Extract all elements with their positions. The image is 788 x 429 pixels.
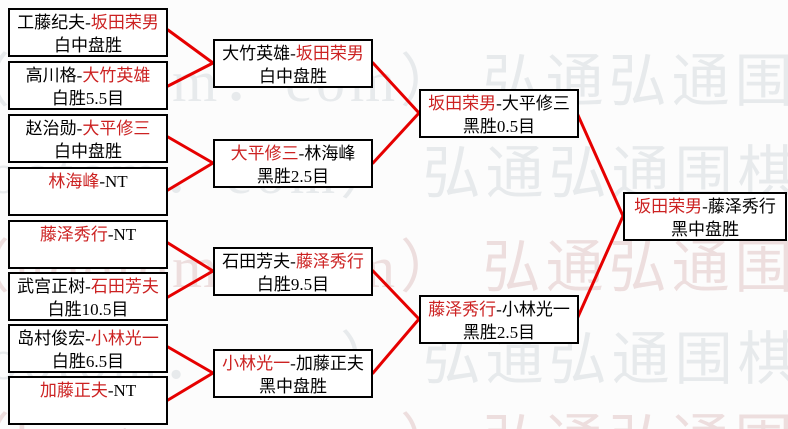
match-result: 黑中盘胜 — [259, 377, 327, 396]
watermark-text: 弘通围棋（hootom．com） 弘通 — [609, 409, 788, 429]
match-players: 藤泽秀行-NT — [10, 223, 166, 246]
match-box-r1-6: 武宫正树-石田芳夫 白胜10.5目 — [8, 272, 168, 321]
match-box-r2-2: 大平修三-林海峰 黑胜2.5目 — [213, 139, 373, 188]
player-name-winner: 坂田荣男 — [634, 197, 703, 216]
player-name-winner: 藤泽秀行 — [39, 225, 108, 244]
match-box-r1-3: 赵治勋-大平修三 白中盘胜 — [8, 114, 168, 163]
player-name: 高川格- — [25, 66, 83, 85]
match-players: 小林光一-加藤正夫 — [215, 352, 371, 375]
player-name: 赵治勋- — [25, 119, 83, 138]
match-box-r2-4: 小林光一-加藤正夫 黑中盘胜 — [213, 349, 373, 398]
match-result: 黑胜2.5目 — [256, 167, 330, 186]
match-result: 白胜9.5目 — [256, 275, 330, 294]
match-players: 坂田荣男-大平修三 — [421, 92, 577, 115]
player-name: -小林光一 — [496, 300, 570, 319]
watermark-text: 弘通围棋（hootom．com） 弘通 — [548, 327, 788, 392]
player-name-winner: 大平修三 — [82, 119, 151, 138]
watermark-text: 弘通围棋（hootom．com） 弘通 — [608, 235, 788, 300]
player-name-winner: 坂田荣男 — [428, 94, 497, 113]
match-result: 白中盘胜 — [54, 142, 122, 161]
player-name-winner: 坂田荣男 — [295, 44, 364, 63]
match-players: 林海峰-NT — [10, 170, 166, 193]
player-name-winner: 藤泽秀行 — [428, 300, 497, 319]
player-name-winner: 加藤正夫 — [39, 381, 108, 400]
player-name-winner: 小林光一 — [222, 354, 291, 373]
match-players: 高川格-大竹英雄 — [10, 64, 166, 87]
match-box-r1-8: 加藤正夫-NT — [8, 376, 168, 425]
player-name-winner: 石田芳夫 — [90, 277, 159, 296]
player-name: -NT — [99, 172, 128, 191]
player-name-winner: 林海峰 — [48, 172, 100, 191]
player-name: 岛村俊宏- — [17, 329, 91, 348]
match-box-sf-1: 坂田荣男-大平修三 黑胜0.5目 — [419, 89, 579, 138]
match-box-r1-7: 岛村俊宏-小林光一 白胜6.5目 — [8, 324, 168, 373]
match-result: 白中盘胜 — [54, 36, 122, 55]
match-box-final: 坂田荣男-藤泽秀行 黑中盘胜 — [623, 192, 787, 241]
match-result: 黑胜0.5目 — [462, 117, 536, 136]
player-name: 武宫正树- — [17, 277, 91, 296]
watermark-text: 弘通围棋（hootom．com） 弘通 — [608, 49, 788, 114]
player-name: -NT — [107, 225, 137, 244]
match-players: 工藤纪夫-坂田荣男 — [10, 11, 166, 34]
player-name: 大竹英雄- — [222, 44, 296, 63]
match-players: 大竹英雄-坂田荣男 — [215, 42, 371, 65]
match-box-r1-1: 工藤纪夫-坂田荣男 白中盘胜 — [8, 8, 168, 57]
match-box-r2-1: 大竹英雄-坂田荣男 白中盘胜 — [213, 39, 373, 88]
match-result: 黑胜2.5目 — [462, 323, 536, 342]
match-box-r1-5: 藤泽秀行-NT — [8, 220, 168, 269]
player-name: -藤泽秀行 — [702, 197, 776, 216]
match-result: 黑中盘胜 — [671, 220, 739, 239]
player-name: -大平修三 — [496, 94, 570, 113]
match-result: 白胜10.5目 — [47, 300, 129, 319]
match-players: 坂田荣男-藤泽秀行 — [625, 195, 785, 218]
match-players: 藤泽秀行-小林光一 — [421, 298, 577, 321]
match-result: 白胜5.5目 — [51, 89, 125, 108]
match-players: 岛村俊宏-小林光一 — [10, 327, 166, 350]
match-box-r1-4: 林海峰-NT — [8, 167, 168, 216]
player-name-winner: 藤泽秀行 — [295, 252, 364, 271]
player-name-winner: 小林光一 — [90, 329, 159, 348]
match-players: 大平修三-林海峰 — [215, 142, 371, 165]
player-name: 工藤纪夫- — [17, 13, 91, 32]
match-result: 白中盘胜 — [259, 67, 327, 86]
match-box-r1-2: 高川格-大竹英雄 白胜5.5目 — [8, 61, 168, 110]
match-players: 石田芳夫-藤泽秀行 — [215, 250, 371, 273]
player-name-winner: 大平修三 — [230, 144, 299, 163]
player-name: 石田芳夫- — [222, 252, 296, 271]
player-name-winner: 大竹英雄 — [82, 66, 151, 85]
match-players: 武宫正树-石田芳夫 — [10, 275, 166, 298]
match-box-r2-3: 石田芳夫-藤泽秀行 白胜9.5目 — [213, 247, 373, 296]
player-name: -NT — [107, 381, 137, 400]
player-name: -加藤正夫 — [290, 354, 364, 373]
match-box-sf-2: 藤泽秀行-小林光一 黑胜2.5目 — [419, 295, 579, 344]
match-players: 加藤正夫-NT — [10, 379, 166, 402]
match-players: 赵治勋-大平修三 — [10, 117, 166, 140]
player-name-winner: 坂田荣男 — [90, 13, 159, 32]
match-result: 白胜6.5目 — [51, 352, 125, 371]
player-name: -林海峰 — [298, 144, 356, 163]
